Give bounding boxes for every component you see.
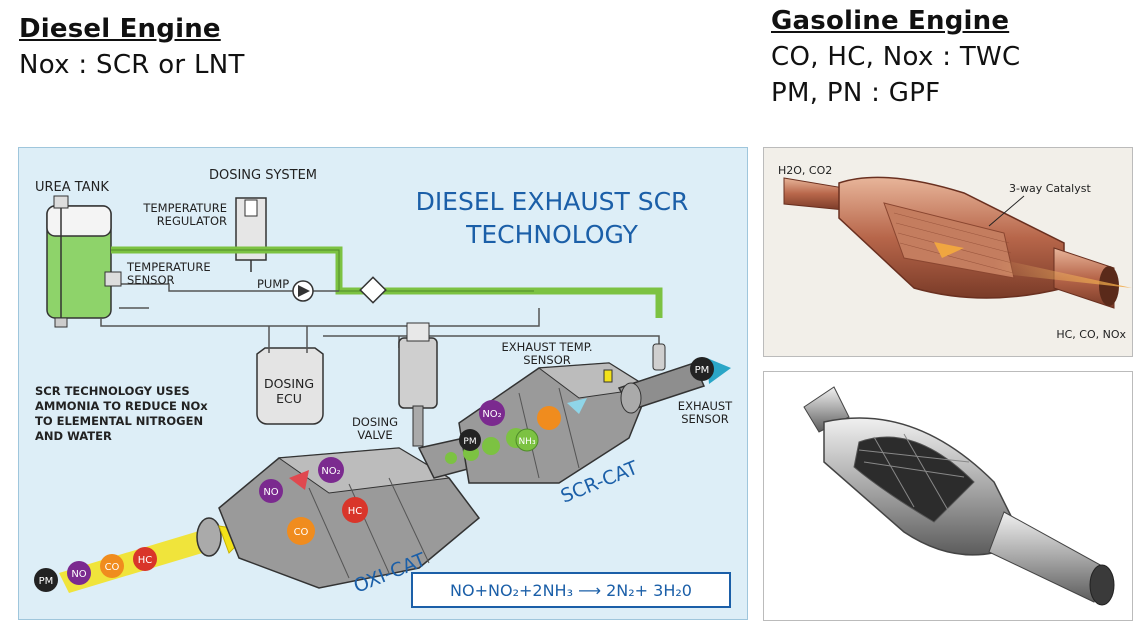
dosing-valve xyxy=(398,322,438,447)
temp-regulator-label-1: TEMPERATURE xyxy=(142,201,227,215)
twc-label-top: H2O, CO2 xyxy=(778,164,832,177)
gasoline-engine-title: Gasoline Engine xyxy=(771,6,1010,36)
inlet-pm-label: PM xyxy=(39,576,54,587)
inlet-particles xyxy=(34,547,157,592)
outlet-pm-particle xyxy=(690,357,714,381)
dosing-valve-label-1: DOSING xyxy=(352,415,398,429)
urea-tank xyxy=(46,195,112,328)
equation-text: NO+NO₂+2NH₃ ⟶ 2N₂+ 3H₂0 xyxy=(450,581,692,600)
twc-label-bottom: HC, CO, NOx xyxy=(1056,328,1126,341)
scr-diagram-panel: DIESEL EXHAUST SCR TECHNOLOGY UREA TANK … xyxy=(18,147,748,620)
diesel-engine-line: Nox : SCR or LNT xyxy=(19,50,245,80)
exhaust-sensor-label-1: EXHAUST xyxy=(678,399,733,413)
scr-title-line2: TECHNOLOGY xyxy=(465,220,639,249)
equation-box xyxy=(411,572,731,608)
exhaust-temp-sensor-icon xyxy=(603,369,613,383)
gasoline-engine-line-2: PM, PN : GPF xyxy=(771,78,941,108)
oxi-co-label: CO xyxy=(294,527,309,538)
desc-line-4: AND WATER xyxy=(35,429,112,443)
gasoline-engine-line-1: CO, HC, Nox : TWC xyxy=(771,42,1021,72)
desc-line-1: SCR TECHNOLOGY USES xyxy=(35,384,190,398)
pump-label: PUMP xyxy=(257,277,289,291)
scr-title-line1: DIESEL EXHAUST SCR xyxy=(416,187,689,216)
scr-diagram: DIESEL EXHAUST SCR TECHNOLOGY UREA TANK … xyxy=(34,168,733,608)
dosing-ecu xyxy=(256,326,324,425)
twc-photo: H2O, CO2 3-way Catalyst HC, CO, NOx xyxy=(778,164,1132,341)
dosing-system-label: DOSING SYSTEM xyxy=(209,168,317,183)
gpf-outlet-pipe xyxy=(988,511,1105,603)
exhaust-sensor-label-2: SENSOR xyxy=(681,412,729,426)
twc-photo-panel: H2O, CO2 3-way Catalyst HC, CO, NOx xyxy=(763,147,1133,357)
temp-sensor-icon xyxy=(104,271,122,287)
exhaust-temp-label-1: EXHAUST TEMP. xyxy=(501,340,592,354)
temperature-regulator xyxy=(235,197,267,272)
dosing-valve-label-2: VALVE xyxy=(357,428,392,442)
inlet-co-label: CO xyxy=(105,562,120,573)
temp-regulator-label-2: REGULATOR xyxy=(157,214,227,228)
oxi-hc-label: HC xyxy=(348,506,363,517)
oxi-no2-label: NO₂ xyxy=(321,466,340,477)
oxi-no-label: NO xyxy=(263,487,278,498)
scr-no2-label: NO₂ xyxy=(482,409,501,420)
scr-pm-label: PM xyxy=(463,437,476,447)
scr-flow-arrow xyxy=(567,398,587,414)
dosing-ecu-label-1: DOSING xyxy=(264,376,314,391)
dosing-ecu-label-2: ECU xyxy=(276,391,302,406)
exhaust-sensor-icon xyxy=(652,343,666,371)
temp-sensor-label-2: SENSOR xyxy=(127,273,175,287)
inlet-no-label: NO xyxy=(71,569,86,580)
gpf-photo xyxy=(803,386,1115,606)
diesel-engine-title: Diesel Engine xyxy=(19,14,221,44)
exhaust-temp-label-2: SENSOR xyxy=(523,353,571,367)
oxi-cat-particles xyxy=(259,457,368,545)
twc-substrate xyxy=(883,202,1015,279)
temp-sensor-label-1: TEMPERATURE xyxy=(126,260,211,274)
gpf-filter-core xyxy=(853,436,975,523)
outlet-pm-label: PM xyxy=(695,365,710,376)
desc-line-2: AMMONIA TO REDUCE NOx xyxy=(35,399,208,413)
filter-icon xyxy=(359,276,387,304)
exhaust-outlet-pipe xyxy=(617,362,706,414)
scr-nh3-label: NH₃ xyxy=(518,437,536,447)
twc-label-catalyst: 3-way Catalyst xyxy=(1009,182,1091,195)
inlet-hc-label: HC xyxy=(138,555,153,566)
gpf-photo-panel xyxy=(763,371,1133,621)
scr-cat-particles xyxy=(459,400,561,452)
urea-tank-label: UREA TANK xyxy=(35,180,109,195)
desc-line-3: TO ELEMENTAL NITROGEN xyxy=(35,414,203,428)
